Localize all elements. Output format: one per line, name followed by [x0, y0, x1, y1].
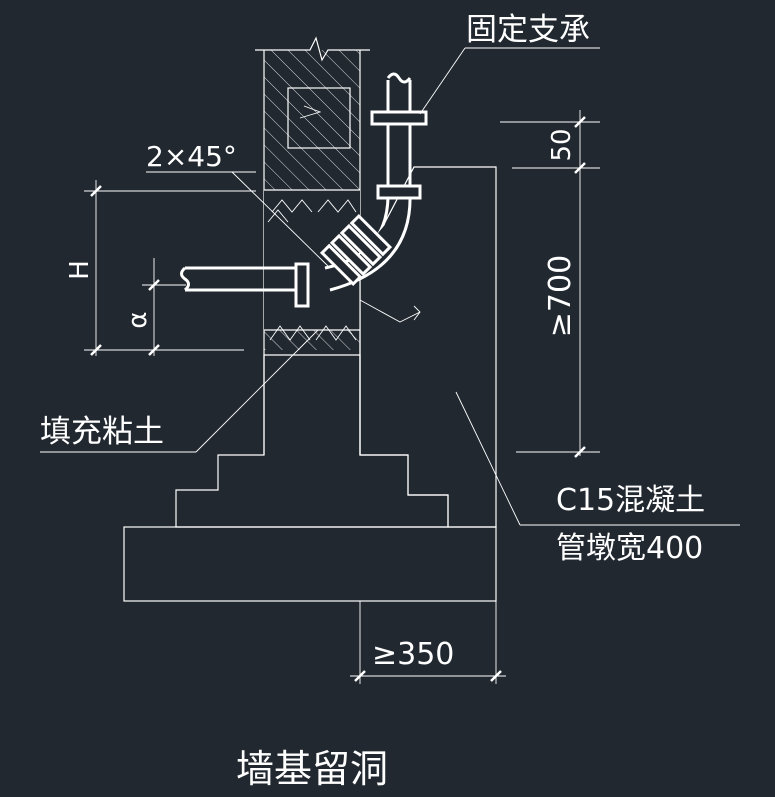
drawing-title: 墙基留洞 [236, 747, 388, 791]
fixed-support-clamp [370, 110, 428, 126]
stepped-footing [175, 354, 449, 528]
label-chamfer: 2×45° [146, 140, 237, 173]
label-pier-width: 管墩宽400 [556, 531, 703, 566]
concrete-pipe-pier [359, 166, 497, 528]
label-alpha-dim: α [123, 311, 153, 328]
label-dim-50: 50 [547, 128, 577, 161]
soil-fill-marks [267, 199, 357, 341]
label-dim-700: ≥700 [543, 255, 578, 337]
pipe [180, 72, 428, 323]
sleeve-rings [319, 213, 393, 287]
leader-lines [40, 47, 740, 526]
label-fixed-support: 固定支承 [466, 12, 590, 48]
dimension-lines [84, 110, 600, 684]
label-dim-350: ≥350 [372, 637, 454, 672]
label-fill-soil: 填充粘土 [40, 414, 164, 450]
label-h-dim: H [65, 260, 95, 280]
base-concrete-slab [123, 526, 497, 602]
label-concrete-grade: C15混凝土 [556, 483, 705, 518]
